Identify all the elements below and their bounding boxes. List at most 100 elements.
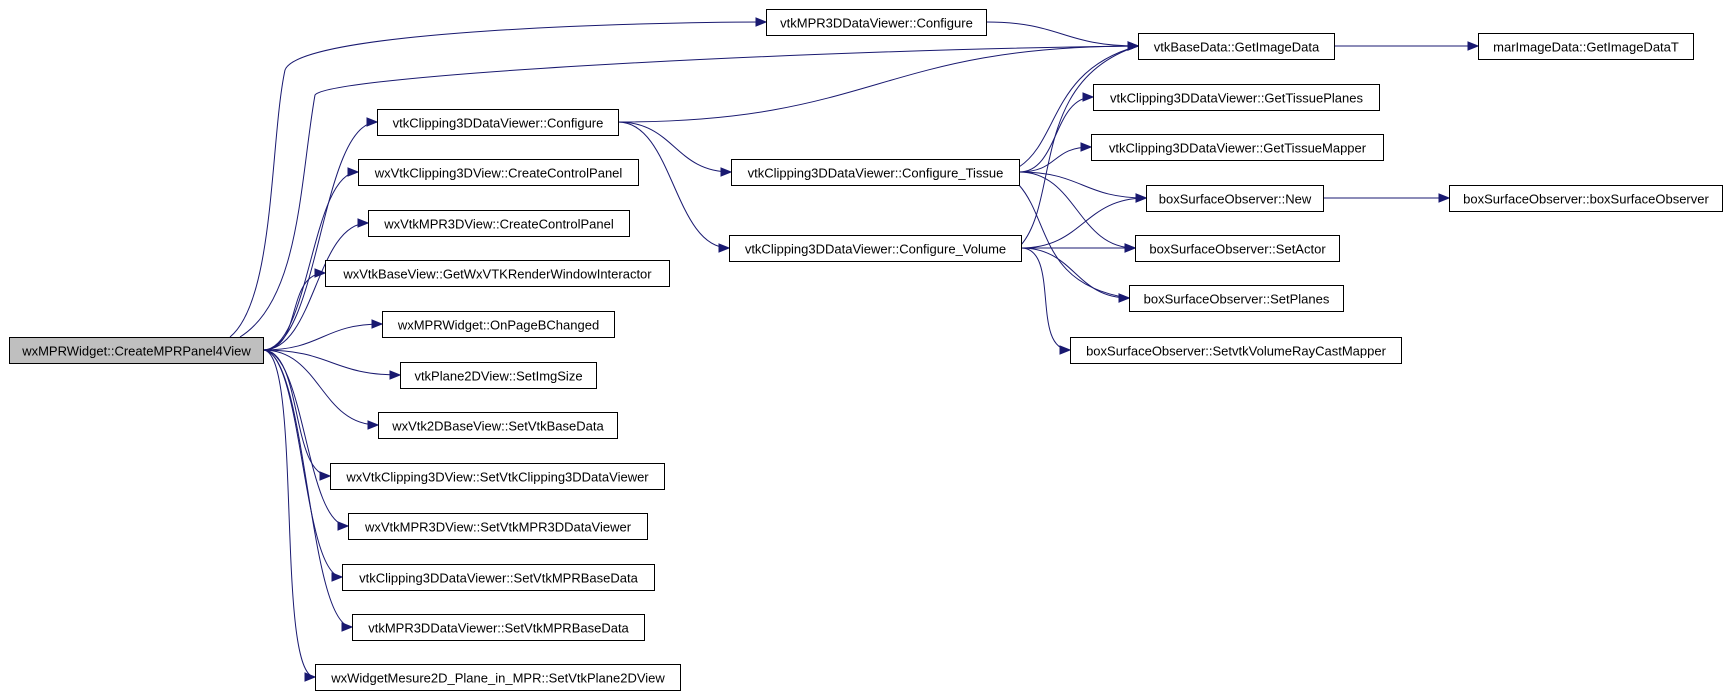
edges-layer [229, 17, 1480, 682]
arrowhead-root-to-on_page [371, 319, 384, 329]
node-vtkmpr3ddataviewer-setvtkmprbasedata[interactable]: vtkMPR3DDataViewer::SetVtkMPRBaseData [352, 614, 645, 641]
arrowhead-root-to-set_clip_viewer [319, 471, 332, 481]
edge-configure_tissue-to-obs_set_actor [1018, 171, 1136, 249]
arrowhead-clip_configure-to-configure_volume [718, 243, 731, 253]
node-wxvtkbaseview-getwxvtkrenderwindowinteractor[interactable]: wxVtkBaseView::GetWxVTKRenderWindowInter… [325, 260, 670, 287]
arrowhead-root-to-set_vtk_base [367, 420, 380, 430]
node-label: vtkBaseData::GetImageData [1154, 40, 1320, 55]
edge-configure_tissue-to-get_tissue_mapper [1018, 146, 1092, 173]
node-boxsurfaceobserver-new[interactable]: boxSurfaceObserver::New [1146, 185, 1324, 212]
node-marimagedata-getimagedatat[interactable]: marImageData::GetImageDataT [1478, 33, 1694, 60]
node-label: vtkClipping3DDataViewer::SetVtkMPRBaseDa… [359, 571, 638, 586]
edge-root-to-set_plane2d [262, 349, 316, 678]
node-box [400, 362, 597, 389]
node-vtkclipping3ddataviewer-setvtkmprbasedata[interactable]: vtkClipping3DDataViewer::SetVtkMPRBaseDa… [342, 564, 655, 591]
node-box [352, 614, 645, 641]
node-wxvtkclipping3dview-setvtkclipping3ddataviewer[interactable]: wxVtkClipping3DView::SetVtkClipping3DDat… [330, 463, 665, 490]
node-label: wxMPRWidget::OnPageBChanged [397, 318, 599, 333]
node-label: boxSurfaceObserver::New [1159, 192, 1312, 207]
arrowhead-root-to-mpr_configure [755, 17, 768, 27]
node-box [325, 260, 670, 287]
node-box [348, 513, 648, 540]
node-box [1129, 285, 1344, 312]
nodes-layer: wxMPRWidget::CreateMPRPanel4ViewvtkMPR3D… [9, 9, 1723, 691]
arrowhead-root-to-clip_set_mpr_base [331, 572, 344, 582]
node-box [368, 210, 630, 237]
edge-root-to-clip_configure [262, 121, 378, 351]
edge-root-to-on_page [262, 323, 383, 351]
node-label: vtkMPR3DDataViewer::Configure [780, 16, 973, 31]
arrowhead-root-to-clip_configure [366, 117, 379, 127]
node-vtkclipping3ddataviewer-gettissuemapper[interactable]: vtkClipping3DDataViewer::GetTissueMapper [1091, 134, 1384, 161]
node-wxwidgetmesure2d-plane-in-mpr-setvtkplane2dview[interactable]: wxWidgetMesure2D_Plane_in_MPR::SetVtkPla… [315, 664, 681, 691]
node-label: vtkPlane2DView::SetImgSize [414, 369, 582, 384]
node-label: vtkClipping3DDataViewer::GetTissueMapper [1109, 141, 1367, 156]
edge-configure_volume-to-obs_new [1020, 197, 1147, 249]
arrowhead-root-to-set_mpr_viewer [337, 521, 350, 531]
node-box [315, 664, 681, 691]
edge-clip_configure-to-get_image_data [617, 45, 1139, 123]
node-box [377, 109, 619, 136]
node-label: boxSurfaceObserver::boxSurfaceObserver [1463, 192, 1709, 207]
node-label: marImageData::GetImageDataT [1493, 40, 1679, 55]
node-label: boxSurfaceObserver::SetActor [1149, 242, 1326, 257]
node-label: boxSurfaceObserver::SetvtkVolumeRayCastM… [1086, 344, 1387, 359]
node-wxvtk2dbaseview-setvtkbasedata[interactable]: wxVtk2DBaseView::SetVtkBaseData [378, 412, 618, 439]
node-box [1449, 185, 1723, 212]
node-box [731, 159, 1020, 186]
edge-mpr_configure-to-get_image_data [985, 21, 1139, 47]
node-label: vtkClipping3DDataViewer::Configure_Tissu… [748, 166, 1004, 181]
node-vtkclipping3ddataviewer-configure[interactable]: vtkClipping3DDataViewer::Configure [377, 109, 619, 136]
node-vtkclipping3ddataviewer-configure-volume[interactable]: vtkClipping3DDataViewer::Configure_Volum… [729, 235, 1022, 262]
arrowhead-root-to-clip_create_ctrl [347, 167, 360, 177]
edge-configure_volume-to-obs_set_planes [1020, 247, 1130, 299]
node-boxsurfaceobserver-boxsurfaceobserver[interactable]: boxSurfaceObserver::boxSurfaceObserver [1449, 185, 1723, 212]
node-box [766, 9, 987, 36]
node-label: wxVtk2DBaseView::SetVtkBaseData [391, 419, 604, 434]
node-box [9, 337, 264, 364]
node-wxvtkclipping3dview-createcontrolpanel[interactable]: wxVtkClipping3DView::CreateControlPanel [358, 159, 639, 186]
edge-root-to-mpr_configure [229, 21, 767, 338]
node-wxvtkmpr3dview-createcontrolpanel[interactable]: wxVtkMPR3DView::CreateControlPanel [368, 210, 630, 237]
node-label: wxVtkBaseView::GetWxVTKRenderWindowInter… [342, 267, 652, 282]
arrowhead-root-to-mpr_set_mpr_base [341, 622, 354, 632]
node-vtkmpr3ddataviewer-configure[interactable]: vtkMPR3DDataViewer::Configure [766, 9, 987, 36]
node-boxsurfaceobserver-setplanes[interactable]: boxSurfaceObserver::SetPlanes [1129, 285, 1344, 312]
arrowhead-root-to-mpr_create_ctrl [357, 218, 370, 228]
node-vtkclipping3ddataviewer-configure-tissue[interactable]: vtkClipping3DDataViewer::Configure_Tissu… [731, 159, 1020, 186]
node-box [729, 235, 1022, 262]
node-vtkplane2dview-setimgsize[interactable]: vtkPlane2DView::SetImgSize [400, 362, 597, 389]
node-wxmprwidget-createmprpanel4view[interactable]: wxMPRWidget::CreateMPRPanel4View [9, 337, 264, 364]
edge-root-to-set_vtk_base [262, 349, 379, 426]
node-boxsurfaceobserver-setvtkvolumeraycastmapper[interactable]: boxSurfaceObserver::SetvtkVolumeRayCastM… [1070, 337, 1402, 364]
node-boxsurfaceobserver-setactor[interactable]: boxSurfaceObserver::SetActor [1135, 235, 1340, 262]
edge-configure_tissue-to-obs_set_planes [1018, 184, 1130, 299]
node-wxmprwidget-onpagebchanged[interactable]: wxMPRWidget::OnPageBChanged [382, 311, 615, 338]
edge-root-to-mpr_set_mpr_base [262, 349, 353, 628]
node-box [330, 463, 665, 490]
edge-configure_tissue-to-get_image_data [1018, 45, 1139, 168]
edge-root-to-set_mpr_viewer [262, 349, 349, 527]
arrowhead-configure_volume-to-obs_set_planes [1118, 293, 1131, 303]
node-vtkbasedata-getimagedata[interactable]: vtkBaseData::GetImageData [1138, 33, 1335, 60]
node-label: wxVtkMPR3DView::CreateControlPanel [383, 217, 614, 232]
arrowhead-configure_volume-to-obs_new [1135, 193, 1148, 203]
node-box [382, 311, 615, 338]
node-label: vtkClipping3DDataViewer::Configure [393, 116, 604, 131]
node-box [358, 159, 639, 186]
node-box [1138, 33, 1335, 60]
node-box [342, 564, 655, 591]
edge-root-to-set_clip_viewer [262, 349, 331, 477]
node-box [1091, 134, 1384, 161]
node-vtkclipping3ddataviewer-gettissueplanes[interactable]: vtkClipping3DDataViewer::GetTissuePlanes [1093, 84, 1380, 111]
edge-root-to-clip_create_ctrl [262, 171, 359, 351]
arrowhead-configure_tissue-to-get_tissue_mapper [1080, 142, 1093, 152]
node-box [378, 412, 618, 439]
node-label: wxVtkClipping3DView::CreateControlPanel [374, 166, 623, 181]
arrowhead-obs_new-to-obs_ctor [1438, 193, 1451, 203]
arrowhead-configure_volume-to-obs_set_mapper [1059, 345, 1072, 355]
arrowhead-configure_volume-to-get_image_data [1127, 41, 1140, 51]
arrowhead-clip_configure-to-configure_tissue [720, 167, 733, 177]
node-wxvtkmpr3dview-setvtkmpr3ddataviewer[interactable]: wxVtkMPR3DView::SetVtkMPR3DDataViewer [348, 513, 648, 540]
